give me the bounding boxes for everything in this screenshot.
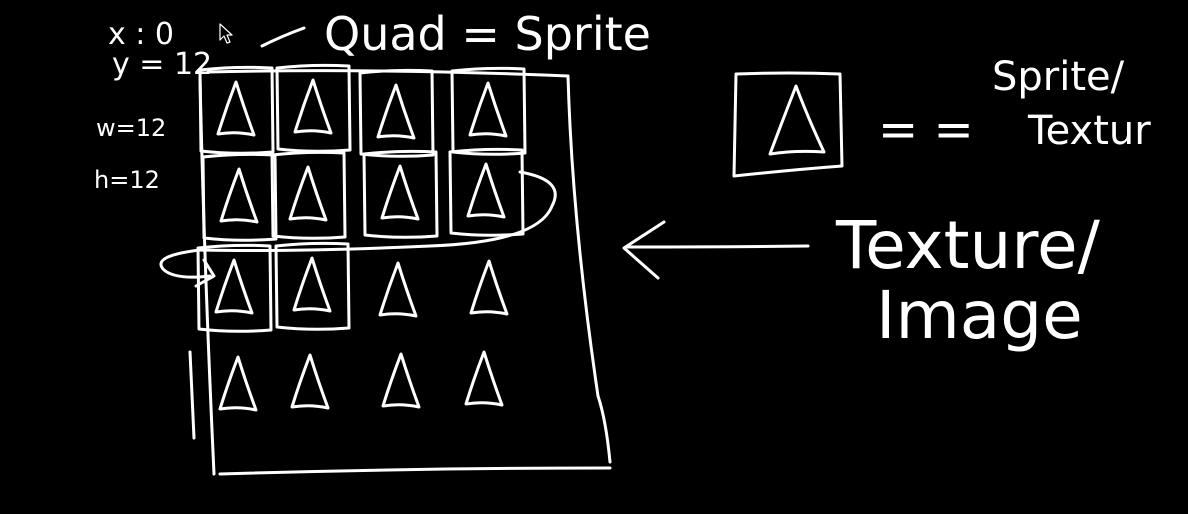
sprite-triangle-r3-c4 (469, 259, 509, 316)
sprite-triangle-r4-c4 (464, 350, 504, 407)
row-loop-arrow (159, 170, 557, 288)
sprite-triangle-r2-c3 (380, 164, 420, 221)
sprite-triangle-r3-c3 (378, 261, 418, 318)
sprite-frame-r1-c4 (450, 66, 527, 156)
sprite-frame-r2-c4 (448, 147, 525, 237)
cursor-icon (219, 23, 233, 44)
coord-y-label: y = 12 (112, 47, 212, 82)
sprite-triangle-r2-c2 (288, 165, 328, 222)
sprite-label: Sprite/ (992, 54, 1125, 100)
texture-label: Texture/ (835, 207, 1101, 284)
sprite-frame-r1-c1 (198, 65, 275, 155)
sprite-triangle-r4-c1 (218, 355, 258, 412)
sprite-triangle-r1-c4 (468, 81, 508, 138)
sprite-frame-r2-c3 (362, 149, 439, 239)
sprite-frame-r3-c1 (196, 243, 273, 333)
sprite-triangle-r3-c1 (214, 258, 254, 315)
sprite-frame-r1-c3 (358, 68, 435, 158)
sprite-triangle-r1-c1 (216, 80, 256, 137)
coord-w-label: w=12 (96, 114, 166, 142)
sprite-triangle-r4-c3 (381, 352, 421, 409)
pointer-arrow (622, 220, 810, 280)
sprite-triangle-r4-c2 (290, 353, 330, 410)
textur-label: Textur (1027, 108, 1151, 154)
sprite-frame-r3-c2 (274, 241, 351, 331)
quad-sprite-title: Quad = Sprite (324, 7, 651, 61)
sheet-right-edge (566, 74, 612, 464)
coord-x-label: x : 0 (108, 17, 174, 52)
sprite-triangle-r1-c3 (376, 83, 416, 140)
pointer-arrow-head (622, 220, 666, 280)
pointer-arrow-shaft (624, 244, 810, 249)
sheet-bottom-edge (218, 466, 612, 476)
quad-dash-stroke (260, 26, 306, 48)
sprite-frame-r2-c2 (270, 150, 347, 240)
sheet-left-extra-stroke (188, 350, 196, 440)
sprite-frame-r2-c1 (201, 152, 278, 242)
sprite-frame-r1-c2 (275, 63, 352, 153)
coord-h-label: h=12 (94, 166, 160, 194)
sprite-triangle-r2-c1 (219, 167, 259, 224)
equals-sign: = = (878, 102, 974, 158)
sprite-triangle-r1-c2 (293, 78, 333, 135)
single-sprite-triangle (768, 84, 826, 156)
sprite-triangle-r3-c2 (292, 256, 332, 313)
sprite-triangle-r2-c4 (466, 162, 506, 219)
image-label: Image (876, 277, 1083, 354)
single-sprite-box (732, 71, 844, 178)
sprite-grid (196, 63, 527, 412)
